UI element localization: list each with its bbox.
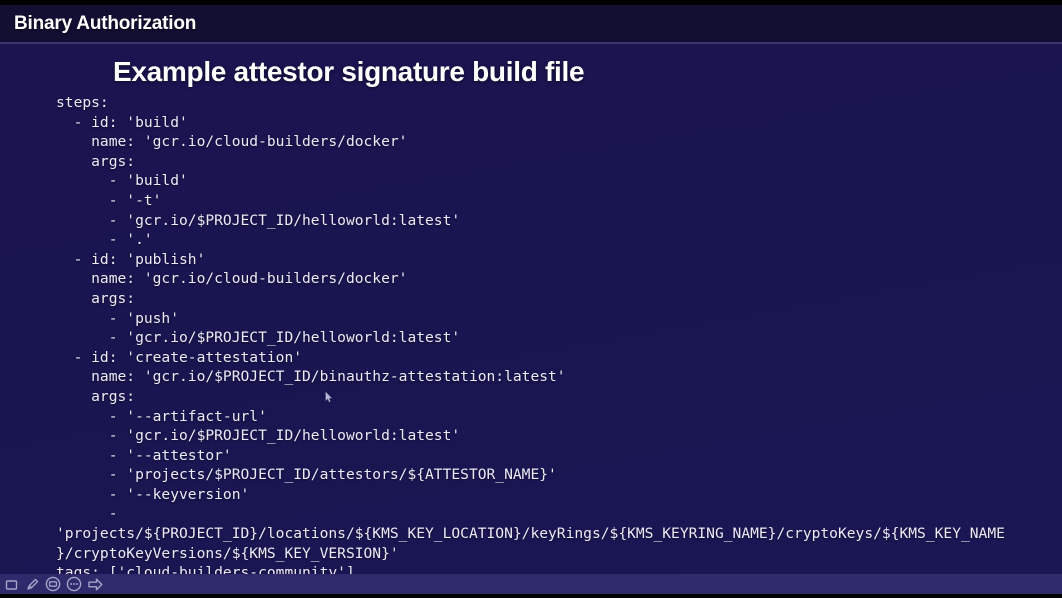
code-line: - '-t' bbox=[56, 191, 162, 209]
slide-header-bar: Binary Authorization bbox=[0, 5, 1062, 42]
code-line: args: bbox=[56, 152, 136, 170]
next-slide-arrow-icon[interactable] bbox=[86, 575, 104, 593]
presentation-title: Binary Authorization bbox=[14, 12, 197, 34]
pen-icon[interactable] bbox=[23, 575, 41, 593]
code-line: steps: bbox=[56, 94, 109, 111]
code-line: - 'projects/$PROJECT_ID/attestors/${ATTE… bbox=[56, 466, 557, 484]
slide-heading: Example attestor signature build file bbox=[113, 56, 585, 87]
code-line: name: 'gcr.io/$PROJECT_ID/binauthz-attes… bbox=[56, 368, 566, 386]
bottom-letterbox bbox=[0, 594, 1062, 598]
presentation-toolbar[interactable] bbox=[0, 574, 1062, 594]
code-line: - '.' bbox=[56, 231, 153, 249]
code-line: - 'gcr.io/$PROJECT_ID/helloworld:latest' bbox=[56, 329, 461, 347]
code-line: - 'build' bbox=[56, 172, 188, 190]
header-divider bbox=[0, 42, 1062, 44]
code-line: - 'push' bbox=[56, 309, 180, 327]
code-line: - 'gcr.io/$PROJECT_ID/helloworld:latest' bbox=[56, 427, 461, 445]
code-line: - 'gcr.io/$PROJECT_ID/helloworld:latest' bbox=[56, 211, 461, 229]
slide-content-area: Example attestor signature build file st… bbox=[0, 44, 1062, 581]
code-line: name: 'gcr.io/cloud-builders/docker' bbox=[56, 270, 408, 288]
code-line: - id: 'build' bbox=[56, 113, 188, 131]
code-line: - '--artifact-url' bbox=[56, 407, 267, 425]
code-line: - '--attestor' bbox=[56, 446, 232, 464]
code-listing: steps: - id: 'build' name: 'gcr.io/cloud… bbox=[56, 93, 1005, 583]
code-line: }/cryptoKeyVersions/${KMS_KEY_VERSION}' bbox=[56, 544, 399, 562]
slide-frame-icon[interactable] bbox=[2, 575, 20, 593]
more-options-icon[interactable] bbox=[65, 575, 83, 593]
code-line: name: 'gcr.io/cloud-builders/docker' bbox=[56, 133, 408, 151]
code-line: 'projects/${PROJECT_ID}/locations/${KMS_… bbox=[56, 525, 1005, 543]
top-letterbox bbox=[0, 0, 1062, 5]
code-line: - bbox=[56, 505, 118, 523]
code-line: args: bbox=[56, 289, 136, 307]
screen-icon[interactable] bbox=[44, 575, 62, 593]
code-line: - '--keyversion' bbox=[56, 485, 250, 503]
code-line: args: bbox=[56, 387, 136, 405]
code-line: - id: 'publish' bbox=[56, 250, 206, 268]
code-line: - id: 'create-attestation' bbox=[56, 348, 303, 366]
